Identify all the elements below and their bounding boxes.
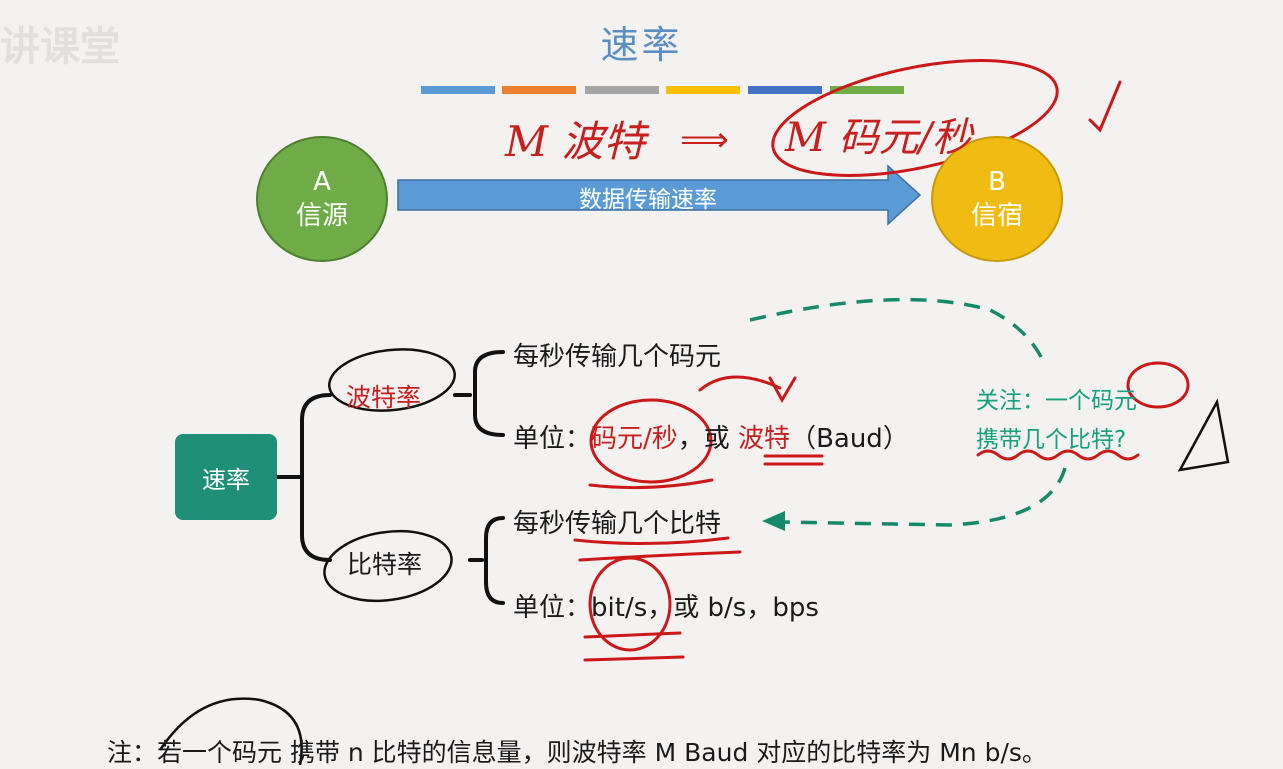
page-title: 速率 [600,23,683,67]
color-bar-4 [666,86,740,94]
color-bar-5 [748,86,822,94]
side-note-line2: 携带几个比特? [976,427,1127,453]
tree-root-rate: 速率 [175,434,277,520]
node-a-label: 信源 [295,201,348,231]
color-bar-2 [502,86,576,94]
baud-unit-alt: 波特 [738,424,791,454]
color-bar-1 [421,86,495,94]
watermark-text: 讲课堂 [0,24,120,70]
handwriting-implies-arrow: ⟹ [680,120,729,160]
bit-unit-line: 单位：bit/s，或 b/s，bps [513,587,819,624]
baud-rate-label: 波特率 [346,383,422,412]
node-b-label: 信宿 [970,201,1023,231]
dashed-arrows [749,297,1067,527]
tree-connectors [275,350,505,605]
color-bar-6 [830,86,904,94]
baud-unit-paren: （Baud） [790,424,909,454]
color-bar-3 [585,86,659,94]
handwriting-m-baud: M 波特 [505,117,646,166]
node-a-letter: A [313,167,331,197]
baud-unit-sep: ，或 [677,424,739,454]
bit-definition: 每秒传输几个比特 [513,509,722,539]
baud-unit-prefix: 单位： [513,424,592,454]
handwriting-annotations-black [158,348,1230,765]
bit-unit-rest: bit/s，或 b/s，bps [591,593,819,623]
handwriting-annotations [573,59,1190,662]
footnote: 注：若一个码元 携带 n 比特的信息量，则波特率 M Baud 对应的比特率为 … [107,738,1047,767]
node-b-letter: B [988,167,1006,197]
node-b-destination: B 信宿 [931,136,1063,262]
baud-unit-line: 单位：码元/秒，或 波特（Baud） [513,418,909,455]
baud-definition: 每秒传输几个码元 [513,342,722,372]
dashed-arrowhead [762,511,785,531]
node-a-source: A 信源 [256,136,388,262]
side-note-line1: 关注：一个码元 [976,388,1137,414]
bit-unit-prefix: 单位： [513,593,592,623]
bit-rate-label: 比特率 [347,550,423,579]
arrow-label: 数据传输速率 [579,187,717,213]
baud-unit-main: 码元/秒 [591,424,678,454]
transfer-arrow [397,164,922,226]
handwriting-m-symbols: M 码元/秒 [785,115,973,161]
